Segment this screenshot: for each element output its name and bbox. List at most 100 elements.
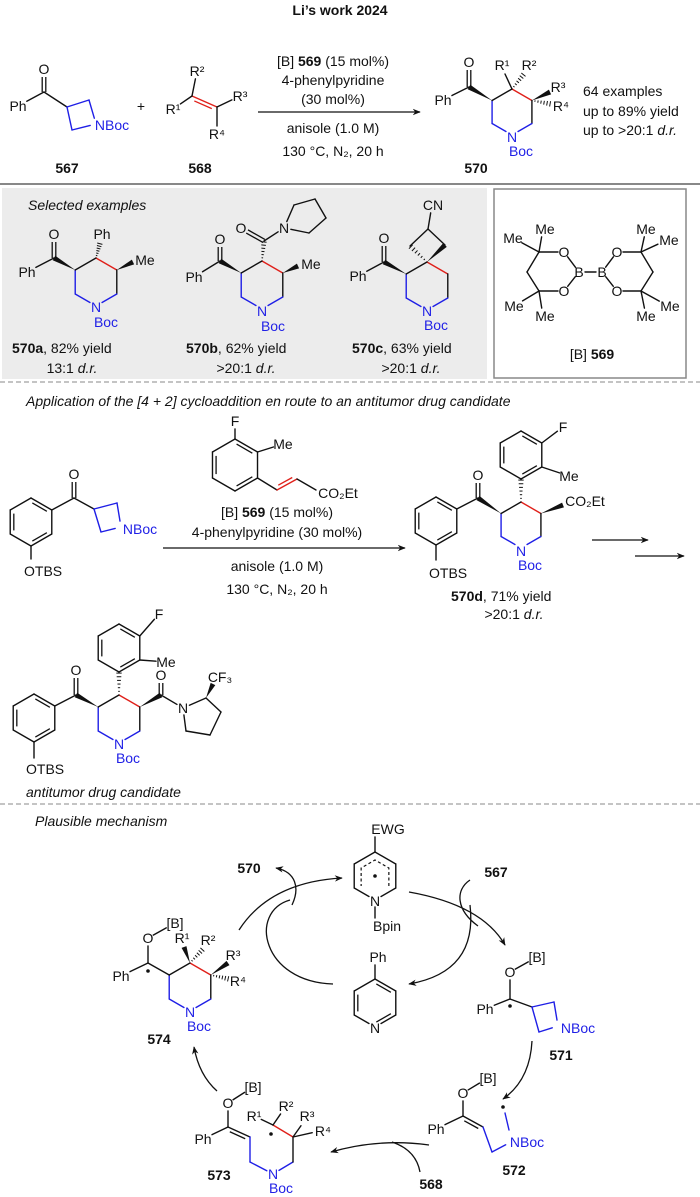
- product-dr: >20:1 d.r.: [484, 606, 543, 622]
- bond: [436, 531, 453, 541]
- atom-label: Ph: [18, 264, 35, 280]
- atom-label: Me: [535, 308, 555, 324]
- atom-label: N: [507, 129, 517, 145]
- example-yield: 570c, 63% yield: [352, 340, 452, 356]
- bond: [553, 1001, 558, 1021]
- catalyst-condition: [B] 569 (15 mol%): [277, 53, 389, 69]
- atom-label: N: [516, 543, 526, 559]
- atom-label: Boc: [424, 317, 448, 333]
- wedge-bond: [74, 692, 99, 707]
- dr-value: up to >20:1: [583, 122, 657, 138]
- bond: [191, 95, 218, 108]
- bond: [491, 88, 513, 102]
- temperature-condition: 130 °C, N₂, 20 h: [226, 581, 327, 597]
- atom-label: Boc: [261, 318, 285, 334]
- atom-label: Me: [301, 256, 321, 272]
- compound-568: R² R¹ R³ R⁴ 568: [166, 63, 248, 176]
- atom-label: O: [379, 230, 390, 246]
- cinnamate-reagent: F Me CO₂Et: [231, 413, 358, 501]
- bond: [263, 231, 279, 242]
- bond: [33, 693, 56, 707]
- catalyst-id: 569: [242, 504, 266, 520]
- arrow: [459, 879, 479, 927]
- arrow: [391, 1141, 421, 1173]
- scope-summary: 64 examples up to 89% yield up to >20:1 …: [583, 83, 679, 138]
- bond: [640, 290, 660, 302]
- bond: [12, 729, 35, 743]
- atom-label: Boc: [116, 750, 140, 766]
- bond: [100, 527, 116, 533]
- atom-label: Boc: [187, 1018, 211, 1034]
- atom-label: R²: [279, 1098, 294, 1114]
- bond: [93, 508, 102, 533]
- atom-label: Me: [156, 654, 176, 670]
- bond: [375, 1013, 392, 1023]
- catalyst-id: 569: [298, 53, 322, 69]
- hash-bond: [218, 975, 221, 979]
- hash-bond: [417, 252, 421, 256]
- bond: [118, 623, 141, 637]
- compound-label: 570: [464, 160, 488, 176]
- catalyst-loading: (15 mol%): [321, 53, 389, 69]
- bond: [139, 659, 157, 662]
- hash-bond: [191, 959, 193, 962]
- hash-bond: [96, 245, 102, 248]
- bond: [504, 73, 513, 90]
- bond: [292, 1132, 313, 1138]
- arrow: [238, 875, 343, 931]
- atom-label: B: [597, 264, 606, 280]
- catalyst-id: 569: [591, 346, 615, 362]
- yield-value: , 71% yield: [483, 588, 551, 604]
- hash-bond: [549, 101, 552, 107]
- bond: [227, 1126, 251, 1138]
- hash-bond: [97, 242, 103, 245]
- bond: [66, 99, 90, 108]
- bond: [168, 962, 191, 976]
- atom-label: Ph: [427, 1121, 444, 1137]
- bond: [531, 1001, 555, 1008]
- bond: [240, 260, 263, 274]
- atom-label: OTBS: [26, 761, 64, 777]
- atom-label: N: [279, 220, 289, 236]
- plus-sign: +: [137, 98, 145, 114]
- compound-id: 570c: [352, 340, 383, 356]
- atom-label: N: [91, 299, 101, 315]
- bond: [139, 618, 156, 637]
- intermediate-572: O [B] Ph NBoc 572: [427, 1070, 544, 1178]
- atom-label: R¹: [495, 57, 510, 73]
- wedge-bond: [531, 89, 552, 101]
- atom-label: [B]: [244, 1079, 261, 1095]
- bond: [209, 711, 222, 736]
- bond: [260, 1118, 274, 1126]
- catalyst-loading: (15 mol%): [265, 504, 333, 520]
- bond: [427, 228, 446, 246]
- bond: [500, 535, 516, 546]
- atom-label: R¹: [247, 1108, 262, 1124]
- bond: [526, 251, 540, 273]
- reaction-conditions: [B] 569 (15 mol%) 4-phenylpyridine (30 m…: [277, 53, 389, 159]
- product-570d: O OTBS F Me CO₂Et N Boc 570d, 71% yield …: [429, 419, 605, 622]
- atom-label: O: [505, 964, 516, 980]
- dr-unit: d.r.: [524, 606, 544, 622]
- bond: [526, 271, 540, 292]
- intermediate-571: O [B] Ph NBoc 571: [476, 949, 595, 1063]
- bond: [236, 476, 253, 487]
- bond: [435, 496, 458, 510]
- atom-label: Ph: [9, 98, 26, 114]
- hash-bond: [517, 77, 522, 82]
- bond: [567, 276, 576, 287]
- hash-bond: [96, 249, 100, 252]
- atom-label: F: [155, 606, 164, 622]
- bond: [211, 1126, 229, 1136]
- temperature-condition: 130 °C, N₂, 20 h: [282, 143, 383, 159]
- arrow: [192, 1046, 218, 1092]
- wedge-bond: [52, 255, 76, 270]
- radical-dot: [269, 1132, 273, 1136]
- bond: [353, 1014, 370, 1025]
- atom-label: [B]: [479, 1070, 496, 1086]
- bond: [26, 91, 45, 102]
- atom-label: O: [223, 1095, 234, 1111]
- bond: [12, 693, 35, 707]
- bond: [191, 78, 197, 97]
- atom-label: Me: [636, 308, 656, 324]
